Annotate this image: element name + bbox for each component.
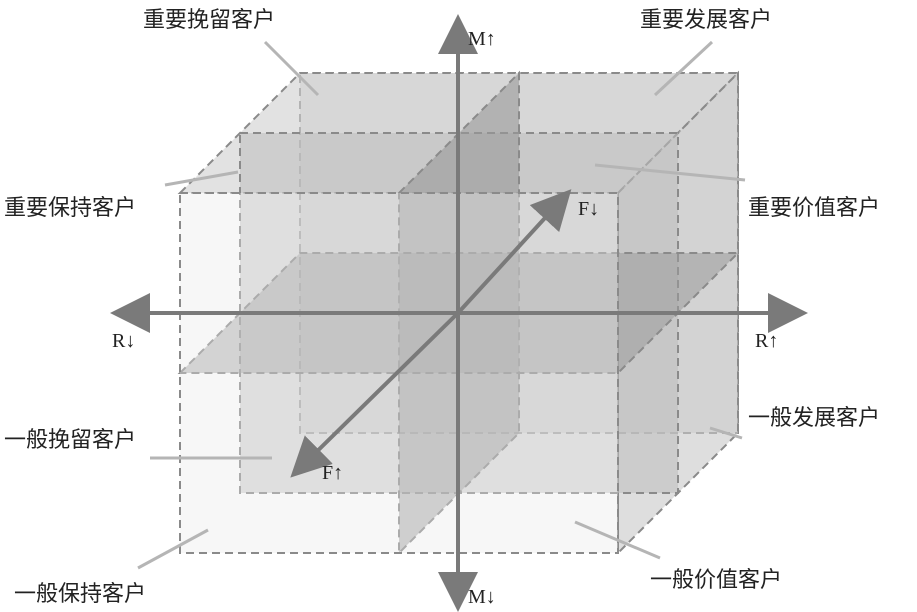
label-important-keep: 重要保持客户 [4, 196, 137, 221]
axis-label-r-up: R↑ [755, 330, 779, 352]
label-important-develop: 重要发展客户 [640, 8, 773, 33]
axis-label-m-up: M↑ [468, 28, 496, 50]
f-axis-front [290, 311, 460, 478]
f-axis [456, 189, 572, 315]
axis-label-f-down: F↓ [578, 198, 600, 220]
label-general-retain: 一般挽留客户 [4, 428, 137, 453]
label-general-value: 一般价值客户 [650, 568, 783, 593]
label-general-keep: 一般保持客户 [14, 582, 147, 607]
label-important-retain: 重要挽留客户 [143, 8, 276, 33]
axis-label-r-down: R↓ [112, 330, 136, 352]
label-important-value: 重要价值客户 [748, 196, 881, 221]
axis-label-f-up: F↑ [322, 462, 344, 484]
axis-label-m-down: M↓ [468, 586, 496, 608]
leader-lines [137, 40, 746, 570]
label-general-develop: 一般发展客户 [748, 406, 881, 431]
